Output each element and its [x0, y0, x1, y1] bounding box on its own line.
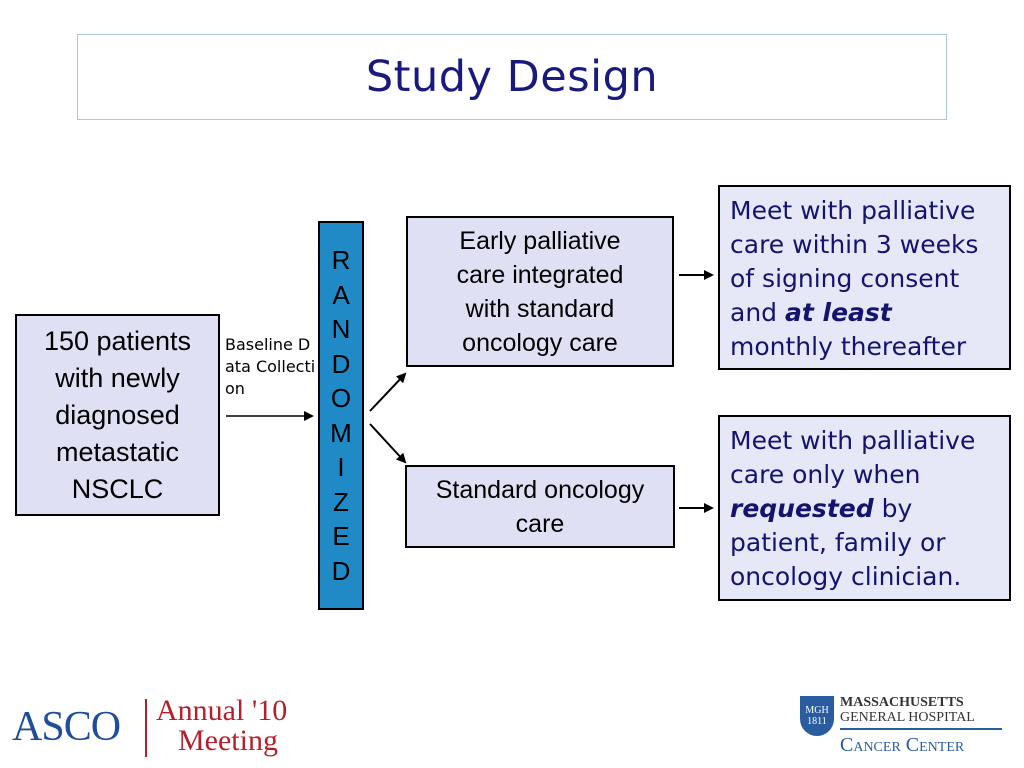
arm-line: oncology care	[462, 329, 618, 357]
mgh-name-line2: GENERAL HOSPITAL	[840, 710, 975, 725]
arm-line: care integrated	[456, 261, 624, 289]
standard-outcome-box: Meet with palliative care only when requ…	[718, 415, 1011, 601]
randomized-letter: N	[331, 314, 351, 344]
arm-line: with standard	[465, 295, 615, 323]
mgh-cancer-center: Cancer Center	[840, 734, 965, 756]
mgh-name-line1: MASSACHUSETTS	[840, 695, 964, 710]
page-title: Study Design	[365, 52, 659, 102]
arrow-diagonal-up-icon	[369, 372, 407, 412]
patients-line: NSCLC	[71, 473, 164, 504]
randomized-letter: O	[330, 383, 352, 413]
patients-line: with newly	[55, 362, 180, 393]
randomized-box: R A N D O M I Z E D	[318, 221, 364, 610]
randomized-letter: E	[332, 521, 350, 551]
outcome-line: oncology clinician.	[730, 562, 962, 591]
patients-text: 150 patients with newly diagnosed metast…	[44, 323, 191, 508]
randomized-letter: R	[331, 245, 351, 275]
asco-logo: ASCO Annual '10 Meeting	[8, 693, 308, 763]
outcome-emphasis: requested	[730, 494, 874, 523]
standard-care-arm-box: Standard oncology care	[405, 465, 675, 548]
outcome-line: and at least	[730, 296, 1009, 330]
mgh-rule	[840, 728, 1002, 730]
randomized-letter: D	[331, 348, 351, 379]
randomized-letter: D	[331, 555, 351, 586]
asco-annual-text: Annual '10	[156, 694, 288, 727]
outcome-text: and	[730, 298, 785, 327]
randomized-letter: M	[330, 417, 352, 448]
outcome-line: care within 3 weeks	[730, 230, 979, 259]
arm-line: Early palliative	[459, 227, 621, 255]
baseline-data-collection-label: Baseline Data Collection	[225, 335, 316, 398]
early-palliative-arm-box: Early palliative care integrated with st…	[406, 216, 674, 367]
outcome-line: patient, family or	[730, 528, 946, 557]
asco-logo-text: ASCO	[12, 704, 121, 750]
mgh-shield-icon: MGH 1811	[800, 696, 834, 736]
outcome-line: of signing consent	[730, 264, 960, 293]
arm-line: care	[515, 510, 565, 538]
early-outcome-box: Meet with palliative care within 3 weeks…	[718, 185, 1011, 370]
outcome-text: by	[873, 494, 913, 523]
patients-box: 150 patients with newly diagnosed metast…	[15, 314, 220, 516]
arm-line: Standard oncology	[435, 476, 645, 504]
outcome-line: Meet with palliative	[730, 196, 976, 225]
patients-line: metastatic	[55, 436, 180, 467]
randomized-letter: Z	[333, 486, 349, 517]
outcome-line: Meet with palliative	[730, 426, 976, 455]
randomized-letter: A	[332, 279, 350, 310]
outcome-emphasis: at least	[784, 298, 892, 327]
outcome-line: care only when	[730, 460, 921, 489]
patients-line: diagnosed	[55, 399, 180, 430]
asco-meeting-text: Meeting	[178, 724, 278, 757]
mgh-shield-year: 1811	[807, 716, 827, 727]
mgh-logo: MGH 1811 MASSACHUSETTS GENERAL HOSPITAL …	[778, 688, 1024, 768]
arrow-diagonal-down-icon	[369, 423, 407, 464]
title-box: Study Design	[77, 34, 947, 120]
outcome-line: requested by	[730, 492, 1009, 526]
asco-divider	[145, 699, 147, 757]
outcome-line: monthly thereafter	[730, 332, 967, 361]
patients-line: 150 patients	[43, 325, 192, 356]
randomized-letter: I	[337, 452, 345, 482]
mgh-shield-text: MGH	[805, 705, 829, 716]
